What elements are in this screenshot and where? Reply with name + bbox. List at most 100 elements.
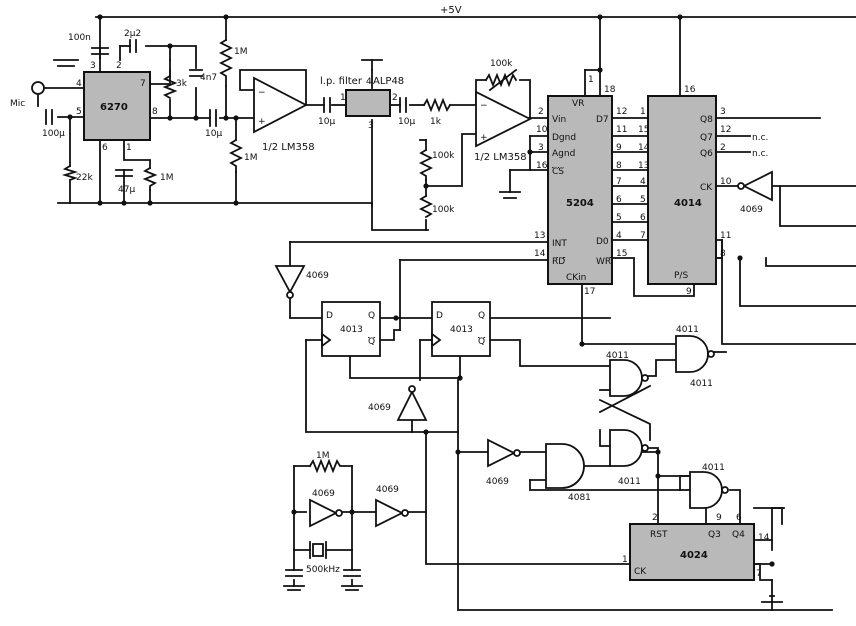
svg-text:12: 12	[616, 107, 627, 117]
svg-text:D: D	[436, 311, 443, 321]
svg-text:100µ: 100µ	[42, 129, 65, 139]
inverter-4069-int: 4069	[274, 265, 329, 299]
svg-text:6: 6	[736, 513, 742, 523]
svg-text:3: 3	[538, 143, 544, 153]
pin-rd: RD	[552, 257, 565, 267]
svg-text:1: 1	[126, 143, 132, 153]
svg-text:12: 12	[720, 125, 731, 135]
chip-4024-label: 4024	[680, 550, 708, 561]
svg-text:RST: RST	[650, 530, 668, 540]
svg-text:9: 9	[686, 287, 692, 297]
svg-text:Q: Q	[478, 311, 485, 321]
svg-text:2: 2	[538, 107, 544, 117]
svg-text:5: 5	[640, 195, 646, 205]
svg-text:−: −	[258, 88, 266, 98]
svg-text:CK: CK	[634, 567, 647, 577]
inverter-4069-low-label: 4069	[486, 477, 509, 487]
pin-d0: D0	[596, 237, 609, 247]
svg-text:1M: 1M	[160, 173, 174, 183]
chip-4014-label: 4014	[674, 198, 702, 209]
svg-text:1: 1	[622, 555, 628, 565]
svg-text:2: 2	[720, 143, 726, 153]
chip-6270-label: 6270	[100, 102, 128, 113]
svg-text:4011: 4011	[690, 379, 713, 389]
svg-text:14: 14	[534, 249, 546, 259]
oscillator-caps	[285, 569, 361, 577]
svg-text:9: 9	[616, 143, 622, 153]
nand-e-label: 4011	[676, 325, 699, 335]
svg-text:16: 16	[536, 161, 548, 171]
svg-text:1: 1	[340, 93, 346, 103]
pin-d7: D7	[596, 115, 609, 125]
svg-text:4n7: 4n7	[200, 73, 217, 83]
svg-text:13: 13	[534, 231, 545, 241]
inverter-4069-clk-label: 4069	[740, 205, 763, 215]
and-4081-label: 4081	[568, 493, 591, 503]
nc-label-1: n.c.	[752, 133, 768, 143]
oscillator-inverter-1: 4069	[309, 489, 343, 528]
svg-text:Q4: Q4	[732, 530, 745, 540]
svg-text:16: 16	[684, 85, 696, 95]
svg-text:15: 15	[616, 249, 627, 259]
crystal-500khz: 500kHz	[306, 541, 340, 575]
inverter-4069-low: 4069	[486, 438, 521, 487]
chip-4024: 4024 RST CK Q3 Q4	[629, 523, 755, 581]
ground-symbols	[53, 59, 785, 603]
svg-text:10µ: 10µ	[205, 129, 222, 139]
svg-text:11: 11	[616, 125, 627, 135]
svg-text:47µ: 47µ	[118, 185, 135, 195]
svg-text:11: 11	[720, 231, 731, 241]
rail-label: +5V	[440, 5, 462, 16]
svg-text:6: 6	[616, 195, 622, 205]
svg-text:4: 4	[616, 231, 622, 241]
svg-text:8: 8	[720, 249, 726, 259]
chip-alp48: ALP48 l.p. filter	[320, 76, 404, 117]
pin-ckin: CKin	[566, 273, 586, 283]
svg-text:6: 6	[102, 143, 108, 153]
svg-text:8: 8	[616, 161, 622, 171]
svg-text:10: 10	[536, 125, 548, 135]
pin-cs: CS	[552, 167, 564, 177]
nand-gate-b: 4011	[609, 429, 649, 487]
pin-q7: Q7	[700, 133, 713, 143]
svg-text:5: 5	[76, 107, 82, 117]
svg-text:7: 7	[616, 177, 622, 187]
svg-text:Mic: Mic	[10, 99, 25, 109]
svg-text:3: 3	[90, 61, 96, 71]
passives: 100n 2µ2 3k 4n7 1M 10µ 1M Mic 100µ 22k 4…	[10, 29, 518, 219]
svg-text:4011: 4011	[618, 477, 641, 487]
svg-text:4: 4	[640, 177, 646, 187]
inverter-4069-int-label: 4069	[306, 271, 329, 281]
inverter-4069-mid-label: 4069	[368, 403, 391, 413]
pin-ps: P/S	[674, 271, 688, 281]
svg-text:1M: 1M	[234, 47, 248, 57]
pin-wr: WR	[596, 257, 611, 267]
svg-text:3: 3	[368, 121, 374, 131]
svg-text:2: 2	[652, 513, 658, 523]
svg-text:2µ2: 2µ2	[124, 29, 141, 39]
svg-text:15: 15	[638, 125, 649, 135]
svg-text:1: 1	[588, 75, 594, 85]
svg-text:7: 7	[640, 231, 646, 241]
svg-text:17: 17	[584, 287, 595, 297]
svg-text:7: 7	[140, 79, 146, 89]
svg-text:−: −	[480, 101, 488, 111]
svg-text:Q: Q	[368, 337, 375, 347]
svg-text:6: 6	[640, 213, 646, 223]
svg-text:22k: 22k	[76, 173, 93, 183]
svg-text:4011: 4011	[606, 351, 629, 361]
svg-text:4: 4	[76, 79, 82, 89]
svg-text:5: 5	[616, 213, 622, 223]
nand-gate-a: 4011	[606, 351, 649, 397]
svg-text:100n: 100n	[68, 33, 91, 43]
svg-text:10: 10	[720, 177, 732, 187]
pin-ck: CK	[700, 183, 713, 193]
flipflop-4013-a: 4013 D Q Q	[321, 301, 381, 357]
svg-text:13: 13	[638, 161, 649, 171]
inverter-4069-mid: 4069	[368, 385, 428, 421]
svg-text:Q: Q	[478, 337, 485, 347]
chip-alp48-label: ALP48	[373, 76, 404, 87]
svg-text:3k: 3k	[176, 79, 188, 89]
svg-text:+: +	[258, 117, 266, 127]
